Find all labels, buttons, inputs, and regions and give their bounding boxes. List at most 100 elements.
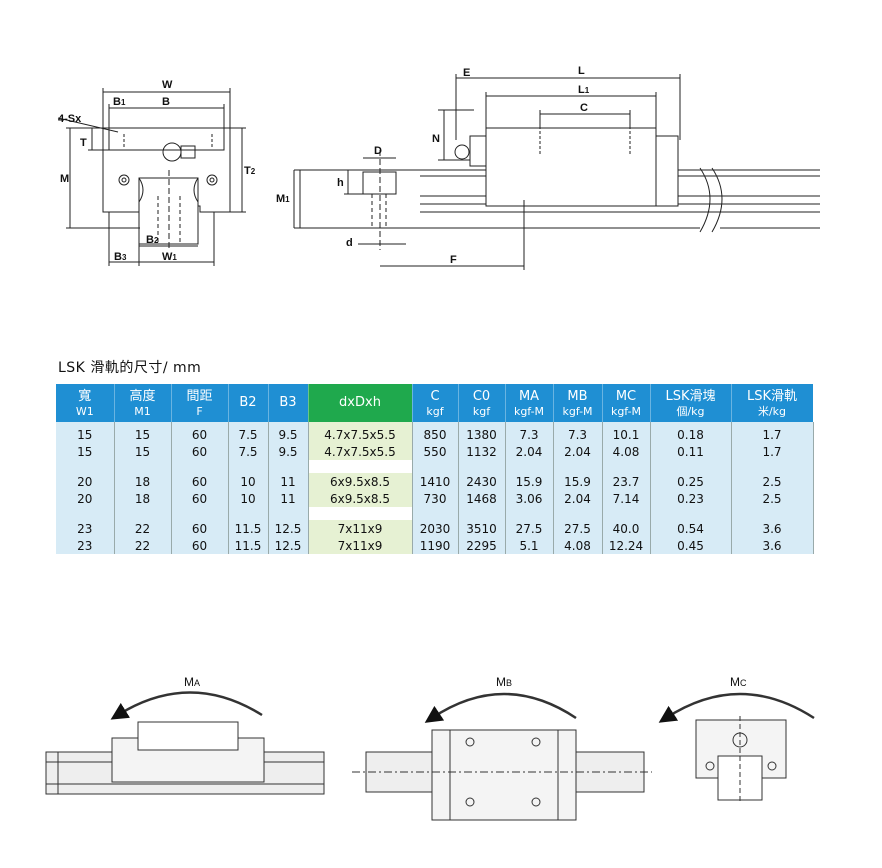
moment-ma-label: MA (184, 675, 200, 689)
table-cell: 3510 (458, 520, 506, 537)
table-cell: 3.06 (505, 490, 554, 507)
table-cell (268, 460, 309, 473)
table-cell: 3.6 (731, 537, 814, 554)
table-cell: 18 (114, 473, 172, 490)
table-cell: 2.5 (731, 490, 814, 507)
header-sublabel: kgf-M (610, 404, 642, 418)
table-cell: 60 (171, 520, 229, 537)
header-label: 寬 (78, 388, 92, 404)
table-cell: 23.7 (602, 473, 651, 490)
table-cell: 60 (171, 443, 229, 460)
table-gap-row (56, 460, 814, 473)
table-cell (731, 507, 814, 520)
header-sublabel: F (196, 404, 203, 418)
header-sublabel: W1 (75, 404, 94, 418)
table-cell (412, 507, 459, 520)
technical-drawings: W B B1 4-Sx T M T2 B2 B3 W1 E L L1 C N D… (57, 65, 820, 270)
table-cell: 12.5 (268, 520, 309, 537)
table-cell: 6x9.5x8.5 (308, 473, 413, 490)
table-cell: 60 (171, 490, 229, 507)
dim-W-label: W (162, 79, 173, 91)
dim-B2-label: B2 (146, 234, 159, 246)
table-cell: 2295 (458, 537, 506, 554)
side-view (293, 74, 820, 270)
table-cell: 2030 (412, 520, 459, 537)
table-cell: 550 (412, 443, 459, 460)
table-cell: 4.08 (602, 443, 651, 460)
table-cell: 1190 (412, 537, 459, 554)
table-cell: 10 (228, 473, 269, 490)
table-cell: 15 (56, 443, 115, 460)
table-cell (268, 507, 309, 520)
table-cell: 60 (171, 473, 229, 490)
dim-D-label: D (374, 145, 382, 157)
table-cell (171, 460, 229, 473)
table-cell: 11.5 (228, 537, 269, 554)
table-cell (458, 507, 506, 520)
table-cell: 9.5 (268, 422, 309, 443)
table-header-12: LSK滑軌米/kg (731, 384, 814, 422)
table-cell (458, 460, 506, 473)
dim-B-label: B (162, 96, 170, 108)
header-label: B2 (239, 395, 257, 410)
table-cell (731, 460, 814, 473)
table-cell: 0.23 (650, 490, 732, 507)
header-label: MB (567, 388, 588, 404)
front-view (57, 88, 246, 266)
table-cell: 5.1 (505, 537, 554, 554)
table-cell: 20 (56, 490, 115, 507)
table-cell (650, 460, 732, 473)
table-cell: 20 (56, 473, 115, 490)
table-header-5: dxDxh (308, 384, 413, 422)
table-cell: 12.5 (268, 537, 309, 554)
table-cell: 850 (412, 422, 459, 443)
table-cell: 2.04 (553, 443, 603, 460)
moment-diagrams: MA MB MC (45, 675, 815, 821)
table-cell: 10 (228, 490, 269, 507)
header-label: LSK滑軌 (746, 388, 798, 404)
moment-mb-label: MB (496, 675, 512, 689)
table-cell: 12.24 (602, 537, 651, 554)
table-cell: 22 (114, 537, 172, 554)
table-cell: 7.3 (553, 422, 603, 443)
dim-B1-label: B1 (113, 96, 126, 108)
table-cell (56, 507, 115, 520)
table-cell (308, 507, 413, 520)
table-cell: 27.5 (553, 520, 603, 537)
table-cell: 1.7 (731, 443, 814, 460)
table-cell: 11.5 (228, 520, 269, 537)
table-cell (228, 507, 269, 520)
table-cell: 22 (114, 520, 172, 537)
dim-E-label: E (463, 67, 470, 79)
header-sublabel: 米/kg (757, 404, 787, 418)
table-cell: 1410 (412, 473, 459, 490)
table-cell (308, 460, 413, 473)
table-cell: 10.1 (602, 422, 651, 443)
table-cell (553, 507, 603, 520)
table-cell: 0.18 (650, 422, 732, 443)
table-cell (228, 460, 269, 473)
table-cell: 11 (268, 473, 309, 490)
table-cell (412, 460, 459, 473)
moment-mc-label: MC (730, 675, 747, 689)
dim-B3-label: B3 (114, 251, 127, 263)
table-cell: 1468 (458, 490, 506, 507)
moment-ma-diagram (45, 691, 325, 795)
table-cell (602, 460, 651, 473)
table-cell: 15 (114, 422, 172, 443)
dim-M-label: M (60, 173, 69, 185)
table-cell: 60 (171, 537, 229, 554)
header-label: dxDxh (339, 395, 381, 410)
table-cell: 7.14 (602, 490, 651, 507)
table-cell: 0.45 (650, 537, 732, 554)
table-cell: 23 (56, 520, 115, 537)
table-cell: 0.54 (650, 520, 732, 537)
table-cell: 9.5 (268, 443, 309, 460)
table-cell: 7.5 (228, 422, 269, 443)
table-gap-row (56, 507, 814, 520)
